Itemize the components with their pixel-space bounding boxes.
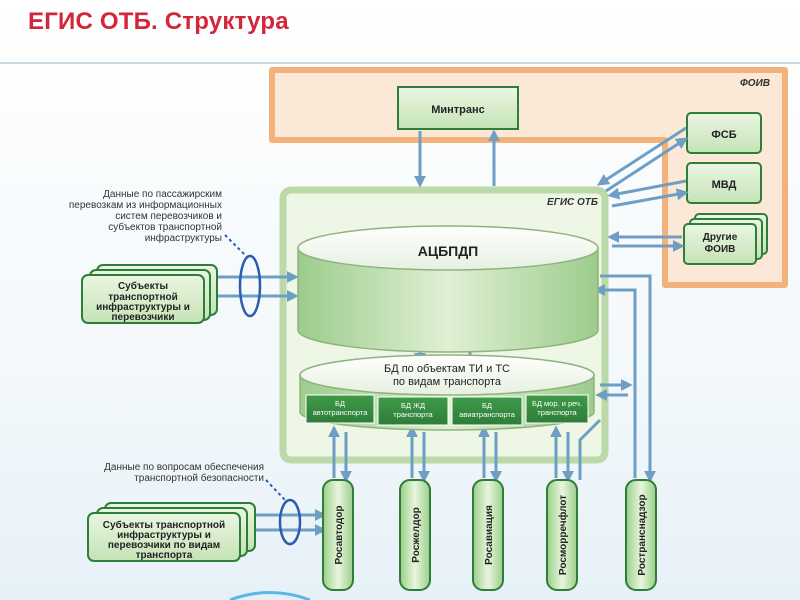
bd-auto-line1: БД	[335, 399, 345, 408]
bd-avia-line2: авиатранспорта	[459, 410, 516, 419]
agency-rosaviatsia: Росавиация	[472, 479, 504, 591]
subjects-bottom-line-2: инфраструктуры и	[117, 529, 211, 541]
acbpdp-label: АЦБПДП	[418, 243, 479, 259]
passenger-line-4: субъектов транспортной	[108, 221, 222, 233]
bd-sea-line1: БД мор. и реч.	[532, 399, 582, 408]
passenger-line-2: перевозкам из информационных	[69, 199, 222, 211]
arrows	[213, 126, 689, 536]
mintrans-label: Минтранс	[431, 104, 485, 116]
title-divider	[0, 62, 800, 64]
bd-rail-line2: транспорта	[393, 410, 433, 419]
bd-title-line2: по видам транспорта	[393, 376, 502, 388]
egis-label: ЕГИС ОТБ	[547, 197, 598, 208]
mvd-label: МВД	[712, 179, 737, 191]
subjects-bottom-line-4: транспорта	[136, 550, 193, 561]
bd-cylinder: БД по объектам ТИ и ТС по видам транспор…	[299, 354, 595, 431]
bd-sea-line2: транспорта	[537, 408, 577, 417]
decorative-swirl	[229, 591, 311, 600]
bd-rail-line1: БД ЖД	[401, 401, 425, 410]
passenger-data-annotation: Данные по пассажирским перевозкам из инф…	[69, 189, 262, 318]
security-line-1: Данные по вопросам обеспечения	[104, 461, 264, 473]
bd-auto-line2: автотранспорта	[313, 408, 369, 417]
passenger-line-5: инфраструктуры	[145, 232, 222, 244]
agency-roszheldor-label: Росжелдор	[411, 507, 422, 562]
passenger-line-3: систем перевозчиков и	[115, 211, 222, 222]
passenger-line-1: Данные по пассажирским	[103, 189, 222, 200]
agency-rosavtodor: Росавтодор	[322, 479, 354, 591]
security-data-annotation: Данные по вопросам обеспечения транспорт…	[104, 461, 302, 546]
subjects-bottom-line-1: Субъекты транспортной	[103, 519, 225, 531]
agency-rosmorrechflot: Росморречфлот	[546, 479, 578, 591]
subjects-bottom-line-3: перевозчики по видам	[108, 540, 220, 551]
other-foiv-box: Другие ФОИВ	[683, 213, 768, 265]
agency-rosaviatsia-label: Росавиация	[484, 505, 495, 565]
acbpdp-cylinder: АЦБПДП	[297, 225, 599, 353]
agency-rosmorrechflot-label: Росморречфлот	[557, 495, 569, 575]
security-line-2: транспортной безопасности	[134, 472, 264, 484]
mvd-box: МВД	[686, 162, 762, 204]
subjects-top-line-2: транспортной	[108, 292, 178, 303]
subjects-top-line-1: Субъекты	[118, 280, 168, 292]
agency-roszheldor: Росжелдор	[399, 479, 431, 591]
agency-rosavtodor-label: Росавтодор	[334, 506, 345, 565]
other-foiv-label-1: Другие	[703, 232, 738, 243]
subjects-bottom-stack: Субъекты транспортной инфраструктуры и п…	[87, 502, 256, 562]
foiv-label: ФОИВ	[740, 78, 770, 89]
agency-rostransnadzor: Ространснадзор	[625, 479, 657, 591]
fsb-label: ФСБ	[711, 129, 736, 141]
bd-title-line1: БД по объектам ТИ и ТС	[384, 363, 510, 375]
subjects-top-line-4: перевозчики	[112, 312, 175, 323]
bd-avia-line1: БД	[482, 401, 492, 410]
page-title: ЕГИС ОТБ. Структура	[28, 8, 289, 35]
subjects-top-stack: Субъекты транспортной инфраструктуры и п…	[81, 264, 218, 324]
fsb-box: ФСБ	[686, 112, 762, 154]
subjects-top-line-3: инфраструктуры и	[96, 301, 190, 313]
agency-rostransnadzor-label: Ространснадзор	[637, 494, 648, 575]
mintrans-box: Минтранс	[397, 86, 519, 130]
other-foiv-label-2: ФОИВ	[705, 244, 736, 255]
